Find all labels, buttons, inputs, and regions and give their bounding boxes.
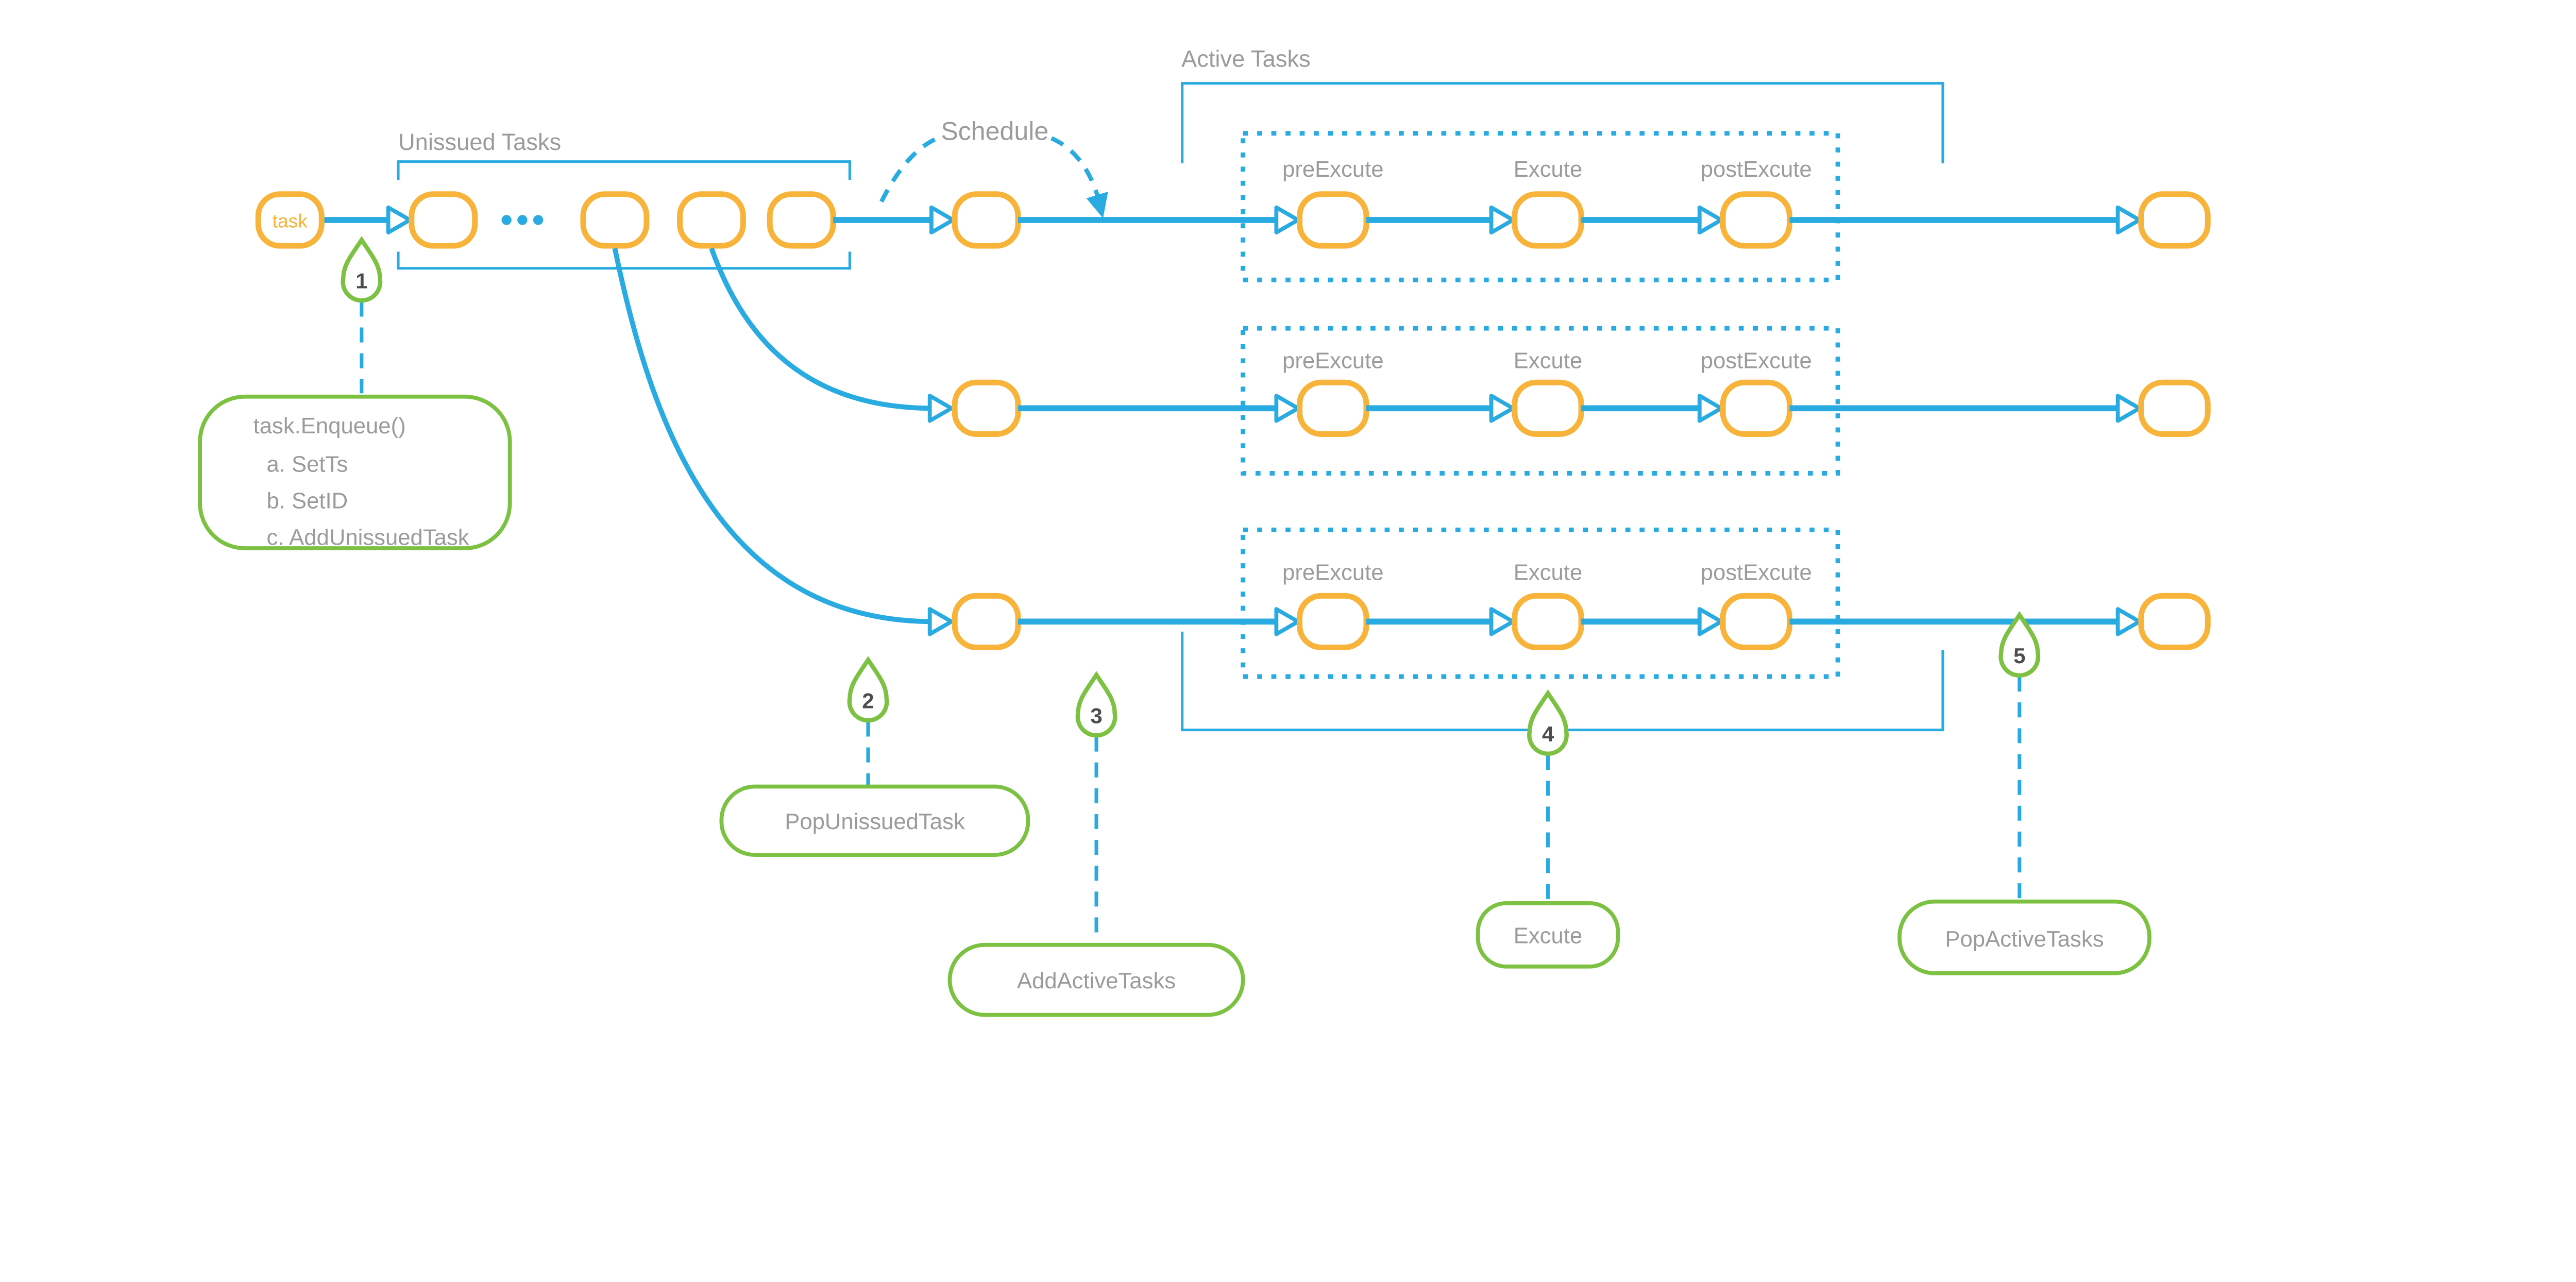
queue-node — [767, 191, 836, 249]
schedule-arc-left — [879, 134, 942, 203]
dispatch-curve-row2 — [709, 247, 934, 411]
unissued-tasks-group: Unissued Tasks — [397, 129, 852, 270]
queue-node — [677, 191, 746, 249]
done-task-node — [2138, 593, 2211, 650]
schedule-arrowhead-icon — [1086, 191, 1108, 218]
pre-execute-label: preExcute — [1282, 157, 1384, 182]
scheduled-task-node — [952, 593, 1021, 650]
arrowhead-icon — [1274, 205, 1300, 235]
callout-box-execute — [1476, 901, 1620, 969]
post-execute-node — [1720, 191, 1792, 249]
step-number: 4 — [1542, 722, 1554, 746]
schedule-arc-right — [1050, 136, 1102, 204]
step-number: 3 — [1090, 704, 1102, 728]
callout-box-add-active — [947, 942, 1245, 1017]
dispatch-curves — [612, 247, 954, 636]
pin-icon — [1527, 689, 1569, 756]
arrowhead-icon — [1489, 607, 1515, 636]
schedule-label: Schedule — [941, 117, 1048, 146]
queue-node — [580, 191, 650, 249]
queue-node — [409, 191, 478, 249]
pin-icon — [1998, 611, 2041, 678]
step-number: 1 — [355, 269, 367, 293]
callout-label: PopUnissuedTask — [785, 809, 965, 834]
arrowhead-icon — [1489, 205, 1515, 235]
schedule-group: Schedule — [879, 117, 1108, 218]
execute-node — [1512, 593, 1584, 650]
arrowhead-icon — [1274, 394, 1300, 423]
callout-line: a. SetTs — [266, 451, 348, 477]
callout-line: b. SetID — [266, 488, 348, 513]
scheduled-task-node — [952, 379, 1021, 437]
worker-row-1: preExcute Excute postExcute — [952, 131, 2211, 282]
queue-flow: task — [255, 191, 955, 249]
callout-line: c. AddUnissuedTask — [266, 525, 469, 550]
pre-execute-node — [1297, 191, 1369, 249]
execute-label: Excute — [1514, 157, 1582, 182]
step-marker-1: 1 task.Enqueue() a. SetTs b. SetID c. Ad… — [198, 236, 512, 550]
arrowhead-icon — [927, 607, 954, 636]
pre-execute-node — [1297, 593, 1369, 650]
pre-execute-label: preExcute — [1282, 348, 1384, 374]
execute-node — [1512, 191, 1584, 249]
done-task-node — [2138, 379, 2211, 437]
callout-label: Excute — [1514, 923, 1582, 949]
worker-row-2: preExcute Excute postExcute — [952, 326, 2211, 476]
post-execute-label: postExcute — [1701, 348, 1812, 374]
arrowhead-icon — [386, 205, 412, 235]
step-marker-2: 2 PopUnissuedTask — [719, 656, 1030, 857]
pre-execute-node — [1297, 379, 1369, 437]
callout-label: PopActiveTasks — [1945, 926, 2104, 952]
pin-icon — [1075, 671, 1117, 738]
post-execute-node — [1720, 379, 1792, 437]
post-execute-label: postExcute — [1701, 560, 1812, 585]
worker-lane-box — [1241, 326, 1840, 476]
arrowhead-icon — [927, 394, 954, 423]
worker-row-3: preExcute Excute postExcute — [952, 527, 2211, 679]
dispatch-curve-row3 — [612, 247, 934, 625]
done-task-node — [2138, 191, 2211, 249]
step-marker-3: 3 AddActiveTasks — [947, 671, 1245, 1017]
execute-label: Excute — [1514, 560, 1582, 585]
arrowhead-icon — [1697, 394, 1723, 423]
post-execute-label: postExcute — [1701, 157, 1812, 182]
step-marker-4: 4 Excute — [1476, 689, 1620, 969]
arrowhead-icon — [2115, 607, 2142, 636]
arrowhead-icon — [2115, 394, 2142, 423]
callout-box-pop-active — [1897, 899, 2151, 975]
active-bracket-top — [1181, 82, 1944, 163]
active-tasks-label: Active Tasks — [1181, 45, 1311, 72]
execute-label: Excute — [1514, 348, 1582, 374]
arrowhead-icon — [929, 205, 955, 235]
task-node — [255, 191, 325, 249]
unissued-tasks-label: Unissued Tasks — [398, 129, 561, 155]
execute-node — [1512, 379, 1584, 437]
step-number: 5 — [2013, 644, 2025, 668]
arrowhead-icon — [1697, 607, 1723, 636]
step-marker-5: 5 PopActiveTasks — [1897, 611, 2151, 975]
worker-lane-box — [1241, 131, 1840, 282]
callout-box-pop-unissued — [719, 784, 1030, 857]
callout-box-enqueue — [198, 394, 512, 550]
scheduled-task-node — [952, 191, 1021, 249]
task-node-label: task — [273, 210, 308, 231]
callout-line: task.Enqueue() — [253, 413, 406, 438]
arrowhead-icon — [1697, 205, 1723, 235]
step-number: 2 — [862, 689, 874, 713]
pin-icon — [341, 236, 383, 303]
unissued-bracket-top — [397, 160, 852, 180]
arrowhead-icon — [1274, 607, 1300, 636]
pre-execute-label: preExcute — [1282, 560, 1384, 585]
pin-icon — [847, 656, 889, 723]
task-scheduling-diagram: Unissued Tasks Active Tasks Schedule tas… — [198, 45, 2211, 1017]
queue-ellipsis-dots — [501, 215, 544, 225]
worker-lane-box — [1241, 527, 1840, 679]
unissued-bracket-bottom — [397, 251, 852, 270]
arrowhead-icon — [1489, 394, 1515, 423]
arrowhead-icon — [2115, 205, 2142, 235]
post-execute-node — [1720, 593, 1792, 650]
callout-label: AddActiveTasks — [1017, 968, 1176, 993]
